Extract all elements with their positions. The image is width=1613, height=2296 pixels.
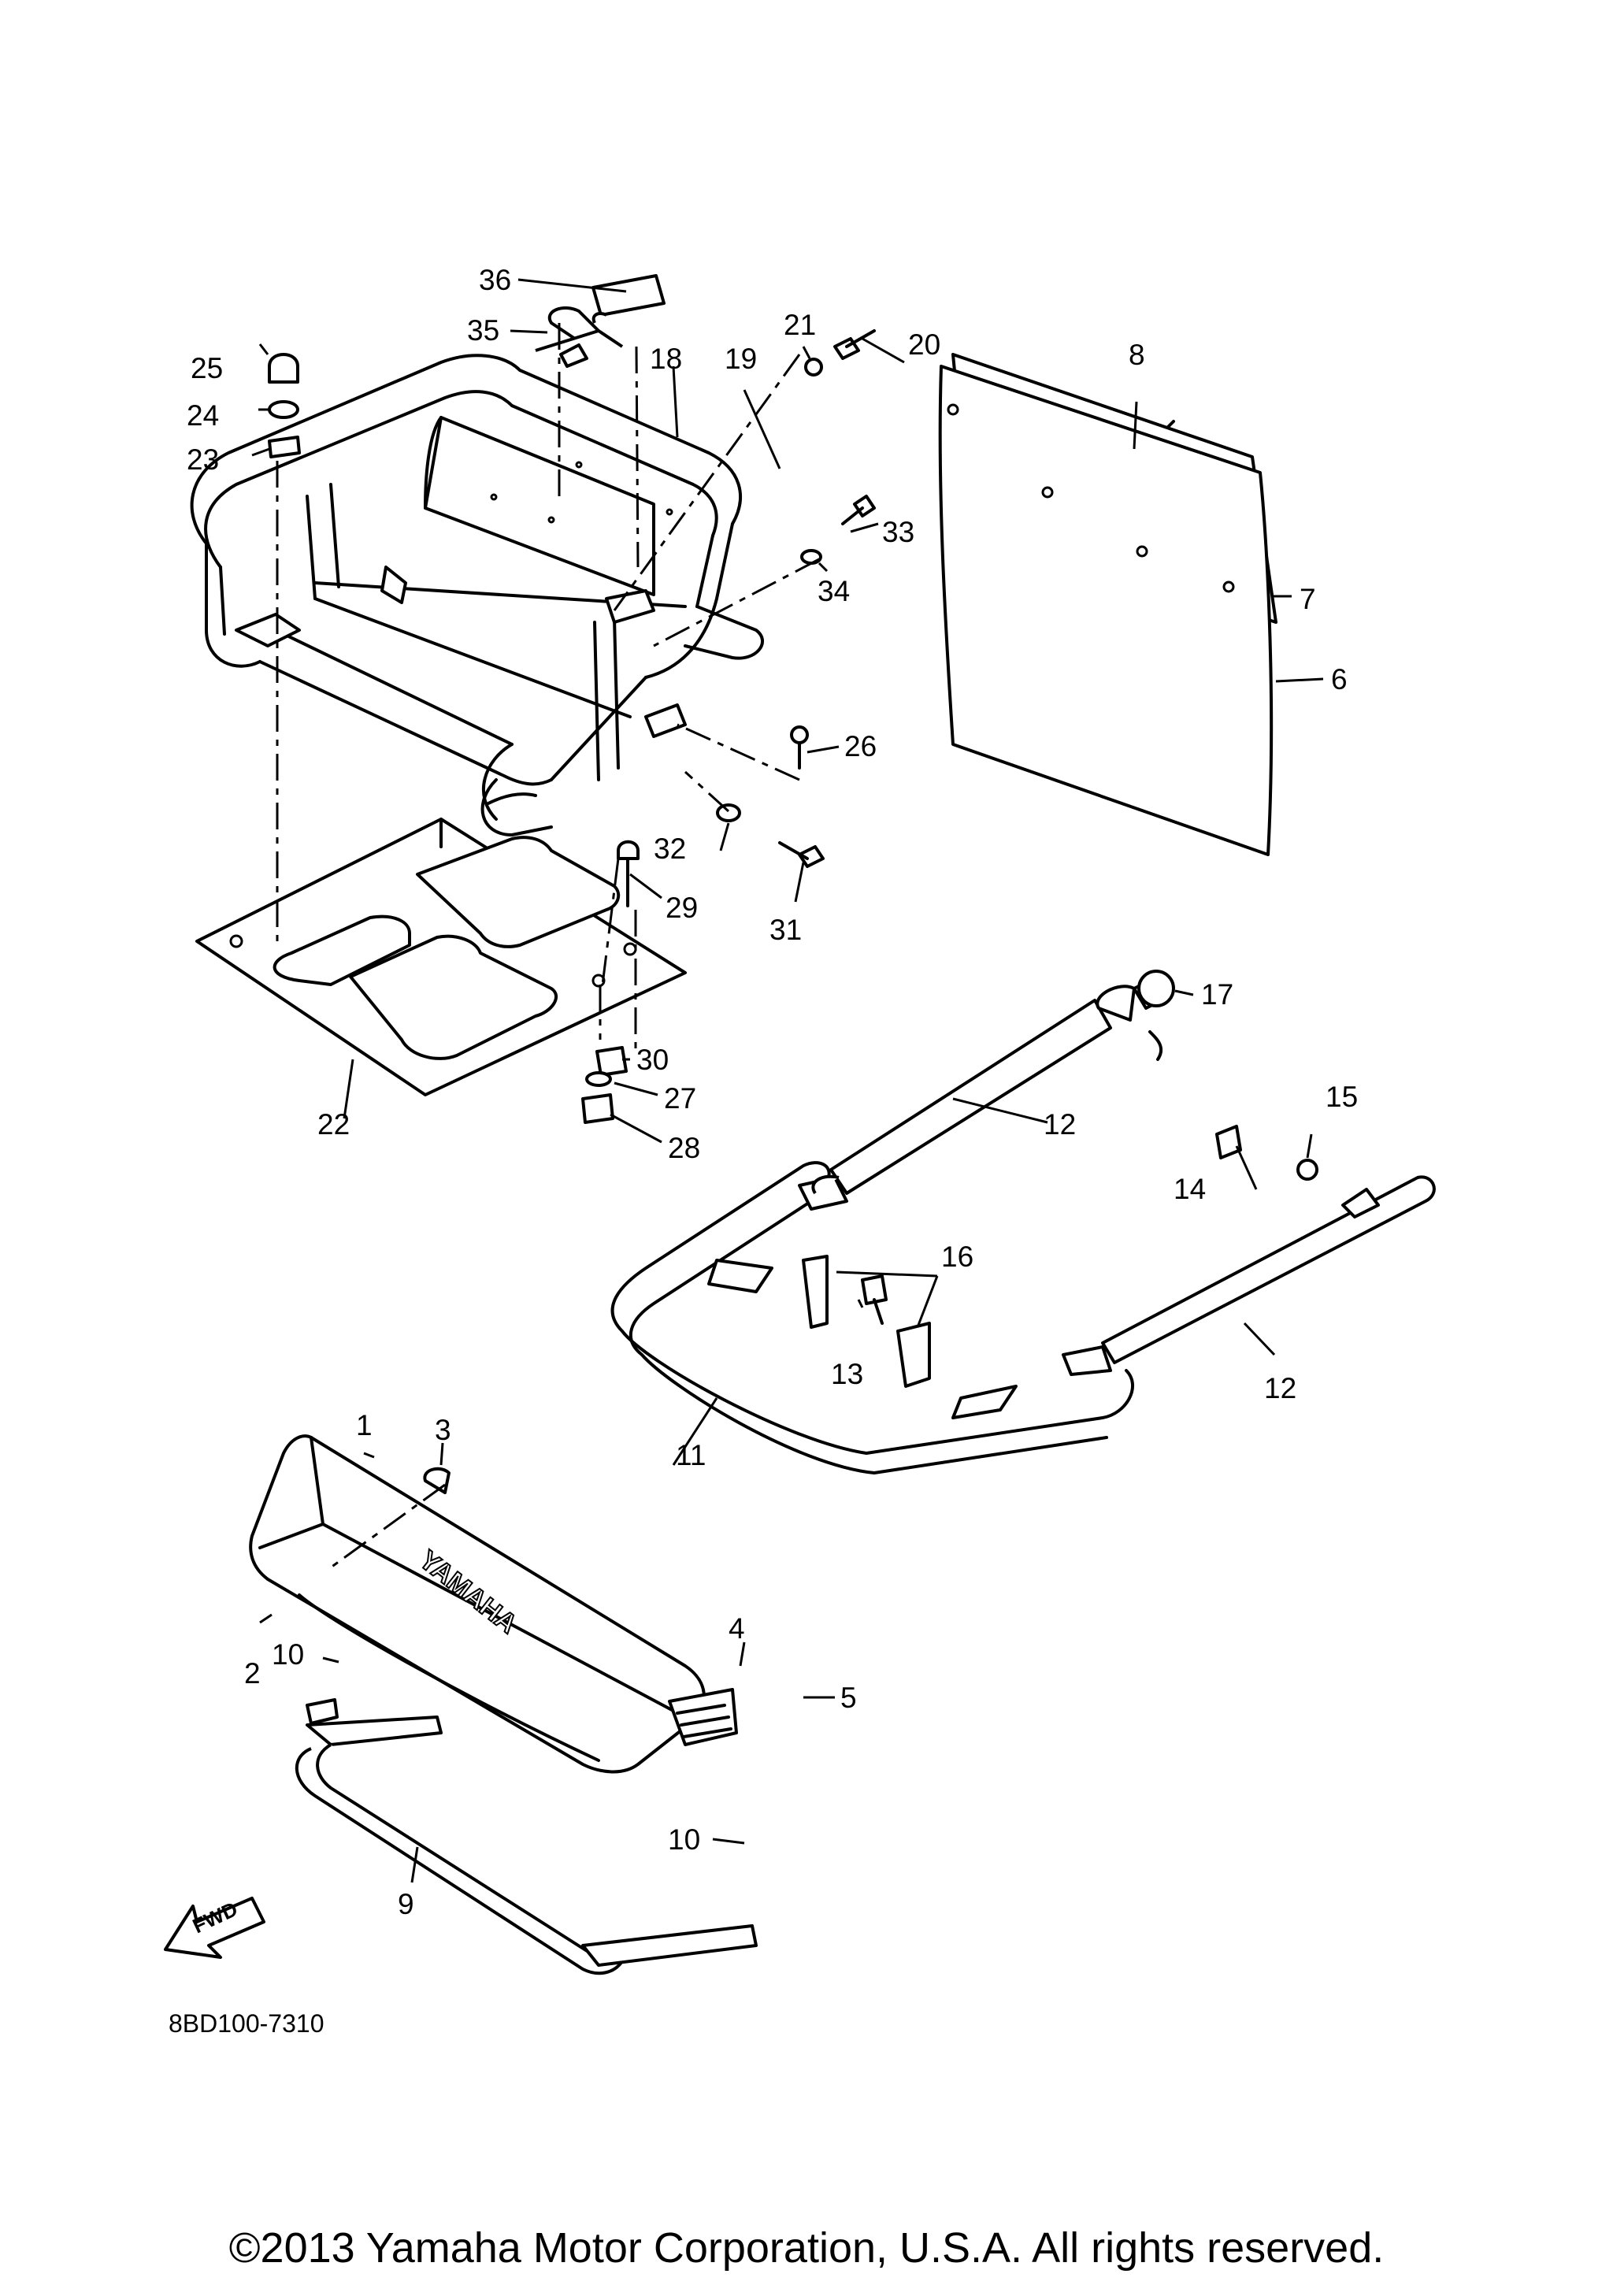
callout-34: 34	[818, 575, 850, 607]
callout-6: 6	[1331, 663, 1348, 695]
callout-25: 25	[191, 352, 223, 384]
callout-leader-lines	[251, 278, 1324, 1883]
callout-36: 36	[479, 264, 511, 296]
callout-9: 9	[398, 1888, 414, 1920]
callout-18: 18	[650, 343, 682, 375]
callout-31: 31	[769, 914, 802, 946]
fwd-arrow-icon: FWD	[164, 1897, 265, 1959]
callout-33: 33	[882, 516, 914, 548]
callout-28: 28	[668, 1132, 700, 1164]
callout-11: 11	[676, 1439, 706, 1471]
front-bumper-guard	[295, 1698, 758, 1975]
callout-12-lower: 12	[1264, 1372, 1296, 1404]
callout-19: 19	[725, 343, 757, 375]
callout-17: 17	[1201, 978, 1233, 1011]
callout-23: 23	[187, 443, 219, 476]
callout-12-upper: 12	[1044, 1108, 1076, 1141]
lower-tray	[195, 818, 687, 1096]
callout-5: 5	[840, 1682, 857, 1714]
front-bumper: YAMAHA	[249, 1434, 738, 1774]
callout-30: 30	[636, 1044, 669, 1076]
callout-26: 26	[844, 730, 877, 762]
assembly-center-lines	[276, 323, 820, 1569]
callout-32: 32	[654, 833, 686, 865]
callout-22: 22	[317, 1108, 350, 1141]
callout-1: 1	[356, 1409, 373, 1441]
side-grab-bar	[610, 970, 1436, 1474]
copyright-notice: ©2013 Yamaha Motor Corporation, U.S.A. A…	[228, 2224, 1385, 2272]
callout-24: 24	[187, 399, 219, 432]
callout-15: 15	[1326, 1081, 1358, 1113]
callout-13: 13	[831, 1358, 863, 1390]
rack-mount-hardware	[268, 353, 301, 458]
drawing-code: 8BD100-7310	[169, 2009, 324, 2038]
callout-21: 21	[784, 309, 816, 341]
callout-35: 35	[467, 314, 499, 347]
callout-8: 8	[1129, 339, 1145, 371]
callout-10-upper: 10	[272, 1638, 304, 1671]
callout-10-lower: 10	[668, 1823, 700, 1856]
callout-labels: 36 35 18 19 21 20 8 7 6 33 34 25 24 23 2…	[187, 264, 1358, 1920]
license-plate	[938, 353, 1277, 856]
callout-20: 20	[908, 328, 940, 361]
callout-2: 2	[244, 1657, 261, 1690]
rear-carrier-rack	[190, 354, 764, 836]
callout-16: 16	[941, 1241, 973, 1273]
callout-14: 14	[1174, 1173, 1206, 1205]
callout-3: 3	[435, 1414, 451, 1446]
callout-4: 4	[729, 1612, 745, 1645]
callout-27: 27	[664, 1082, 696, 1115]
callout-7: 7	[1300, 583, 1316, 615]
callout-29: 29	[666, 892, 698, 924]
